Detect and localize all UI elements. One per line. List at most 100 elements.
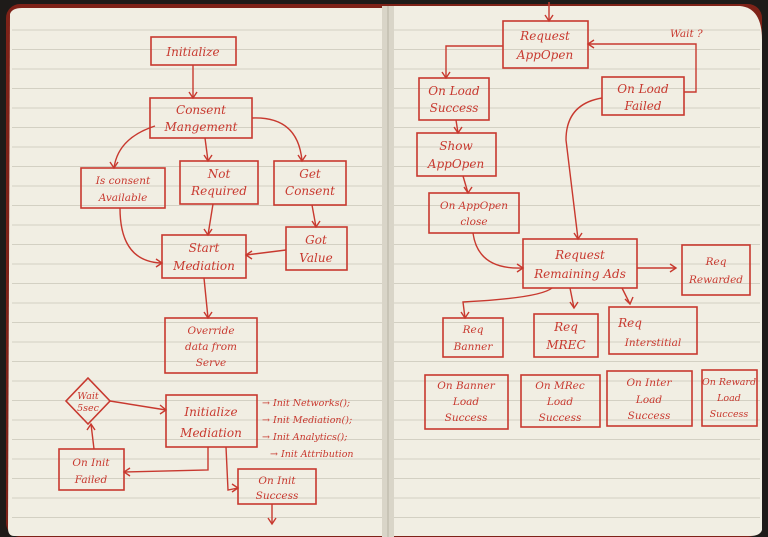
edges-right-page	[441, 2, 697, 320]
node-not-required-label-2: Required	[190, 184, 247, 198]
wait-note: Wait ?	[670, 28, 703, 40]
node-got-value: Got Value	[285, 226, 348, 271]
edges-left-page	[86, 65, 321, 526]
arrowhead	[573, 232, 583, 241]
node-on-init-failed-label-2: Failed	[74, 474, 108, 486]
node-on-init-failed-label-1: On Init	[72, 457, 110, 469]
node-on-inter-load-success-label-1: On Inter	[626, 377, 672, 389]
node-req-interstitial-label-1: Req	[617, 316, 642, 330]
arrowhead	[297, 154, 307, 163]
node-get-consent: Get Consent	[273, 160, 347, 206]
node-on-load-success: On Load Success	[418, 77, 490, 121]
node-override-data-label-2: data from	[185, 341, 237, 353]
node-start-mediation-label-1: Start	[189, 241, 220, 255]
edge-show-to-close	[462, 175, 469, 194]
ruled-lines-right	[394, 29, 760, 518]
arrowhead	[244, 250, 253, 260]
right-page	[392, 6, 762, 536]
arrowhead	[155, 258, 164, 268]
init-call-analytics: → Init Analytics();	[262, 432, 347, 443]
init-calls-list: → Init Networks(); → Init Mediation(); →…	[262, 398, 354, 460]
node-override-data-label-1: Override	[187, 325, 234, 337]
edge-init-mediation-to-failed	[123, 447, 209, 473]
node-on-inter-load-success-label-2: Load	[635, 394, 663, 406]
edge-load-failed-retry	[588, 43, 697, 93]
node-request-appopen-label-2: AppOpen	[516, 48, 573, 62]
arrowhead	[569, 301, 579, 310]
node-req-mrec: Req MREC	[533, 313, 599, 358]
node-start-mediation-label-2: Mediation	[172, 259, 235, 273]
node-on-banner-load-success-label-1: On Banner	[437, 380, 495, 392]
node-req-banner: Req Banner	[442, 317, 504, 358]
node-initialize-label: Initialize	[165, 45, 219, 59]
arrowhead	[231, 483, 240, 493]
edge-remaining-to-banner	[462, 287, 553, 319]
node-start-mediation: Start Mediation	[161, 234, 247, 279]
arrowhead	[159, 404, 168, 415]
edge-consent-to-is-consent	[113, 125, 156, 169]
edge-is-consent-to-start	[119, 207, 163, 264]
node-on-mrec-load-success: On MRec Load Success	[520, 374, 601, 428]
node-initialize-mediation-label-1: Initialize	[183, 405, 237, 419]
edge-close-to-remaining	[472, 232, 524, 269]
node-req-banner-label-2: Banner	[453, 341, 494, 353]
arrowhead	[669, 263, 678, 273]
arrowhead	[516, 263, 525, 273]
node-req-rewarded-label-1: Req	[705, 256, 727, 268]
edge-got-value-to-start	[245, 249, 287, 256]
edge-remaining-to-interstitial	[621, 287, 631, 305]
node-consent-management-label-2: Mangement	[164, 120, 238, 134]
node-on-appopen-close-label-1: On AppOpen	[440, 200, 508, 212]
arrowhead	[267, 517, 277, 526]
node-override-data-label-3: Serve	[196, 357, 227, 369]
edge-not-required-to-start	[207, 203, 214, 236]
node-initialize-mediation: Initialize Mediation	[165, 394, 258, 448]
edge-consent-to-get-consent	[251, 117, 303, 162]
node-on-reward-load-success: On Reward Load Success	[701, 369, 758, 427]
node-is-consent-available-label-2: Available	[98, 192, 148, 204]
ruled-lines-left	[12, 29, 382, 518]
arrowhead	[441, 71, 451, 80]
edge-load-success-to-show	[455, 119, 459, 134]
edge-init-mediation-to-success	[225, 446, 239, 491]
node-on-init-success-label-2: Success	[256, 490, 299, 502]
arrowhead	[203, 154, 213, 163]
node-show-appopen-label-1: Show	[439, 139, 473, 153]
node-on-load-failed: On Load Failed	[601, 76, 685, 116]
arrowhead	[460, 311, 470, 320]
arrowhead	[188, 91, 198, 100]
arrowhead	[586, 39, 595, 49]
edge-start-to-override	[203, 277, 209, 319]
init-call-networks: → Init Networks();	[262, 398, 350, 409]
arrowhead	[453, 126, 463, 135]
node-on-appopen-close: On AppOpen close	[428, 192, 520, 234]
node-override-data: Override data from Serve	[164, 317, 258, 374]
node-show-appopen-label-2: AppOpen	[427, 157, 484, 171]
node-get-consent-label-2: Consent	[285, 184, 335, 198]
node-req-rewarded: Req Rewarded	[681, 244, 751, 296]
node-request-appopen-label-1: Request	[519, 29, 570, 43]
arrowhead	[203, 311, 213, 320]
node-wait-5sec-label-2: 5sec	[77, 403, 100, 414]
node-on-load-failed-label-2: Failed	[623, 99, 661, 113]
node-on-inter-load-success-label-3: Success	[628, 410, 671, 422]
edge-consent-to-not-required	[204, 137, 209, 162]
node-is-consent-available-label-1: Is consent	[95, 175, 151, 187]
node-request-remaining-ads-label-1: Request	[554, 248, 605, 262]
init-call-mediation: → Init Mediation();	[262, 415, 352, 426]
node-on-appopen-close-label-2: close	[460, 216, 487, 228]
node-got-value-label-2: Value	[299, 251, 332, 265]
arrowhead	[463, 186, 473, 195]
node-not-required: Not Required	[179, 160, 259, 205]
node-req-mrec-label-2: MREC	[545, 338, 585, 352]
node-on-mrec-load-success-label-1: On MRec	[535, 380, 585, 392]
arrowhead	[311, 220, 321, 229]
node-on-mrec-load-success-label-2: Load	[546, 396, 574, 408]
node-got-value-label-1: Got	[305, 233, 327, 247]
node-req-interstitial-label-2: Interstitial	[624, 337, 682, 349]
edge-wait-to-init-mediation	[109, 400, 167, 411]
node-req-banner-label-1: Req	[462, 324, 484, 336]
arrowhead	[109, 161, 119, 170]
edge-remaining-to-mrec	[569, 287, 575, 309]
node-is-consent-available: Is consent Available	[80, 167, 166, 209]
